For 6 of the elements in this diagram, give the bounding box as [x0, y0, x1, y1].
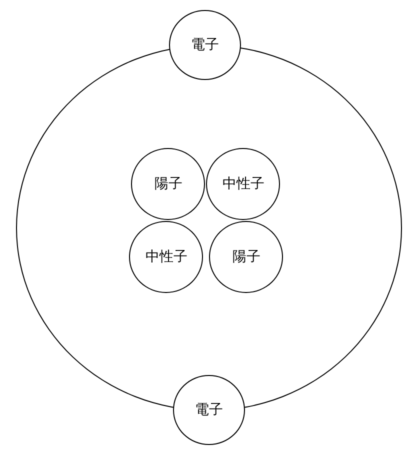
- particle-label: 陽子: [232, 248, 260, 266]
- particle-label: 中性子: [145, 248, 188, 266]
- particle-label: 陽子: [154, 175, 182, 194]
- particle-label: 電子: [195, 401, 223, 419]
- particle-label: 中性子: [222, 175, 264, 194]
- particle-label: 電子: [191, 36, 219, 54]
